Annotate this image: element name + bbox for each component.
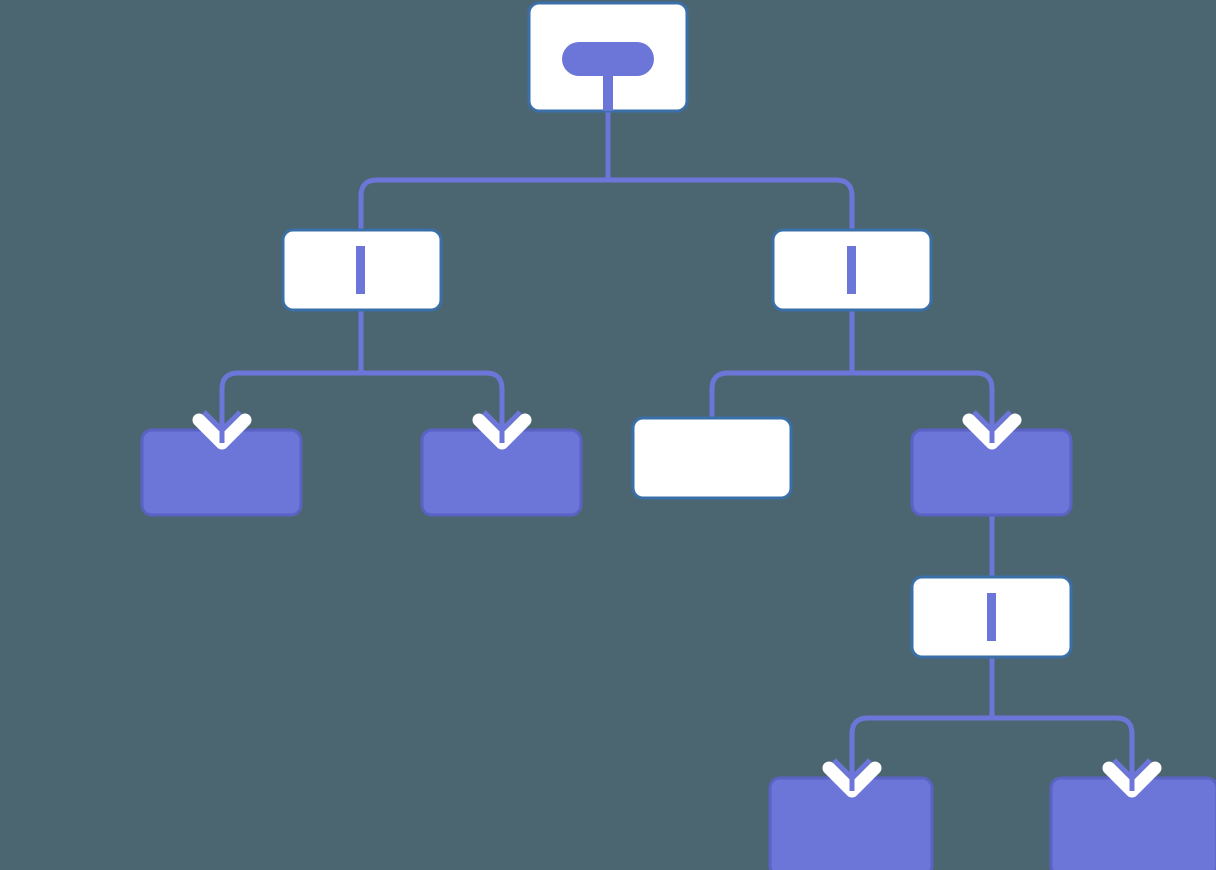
edge-root-to-branch-left [358,177,608,230]
chevron-down-accent-icon [202,410,242,434]
edge-sub-branch-to-leaf-4 [849,715,992,788]
vertical-bar-icon [987,593,996,641]
arrow-into-branch-deep [962,410,1022,450]
edge-branch-right-to-leaf-3 [709,370,852,418]
pill-icon [562,42,654,76]
node-branch-right[interactable] [771,228,933,312]
chevron-down-accent-icon [832,758,872,782]
chevron-down-accent-icon [1112,758,1152,782]
node-leaf-3-card[interactable] [631,416,793,500]
arrow-into-leaf-5 [1102,758,1162,798]
edge-branch-left-to-leaf-1 [219,370,361,440]
arrowhead-layer [192,410,1162,798]
pill-stem-icon [603,73,613,111]
node-root[interactable] [527,1,689,113]
arrow-into-leaf-1 [192,410,252,450]
edge-branch-left-to-leaf-2 [361,370,505,440]
edge-root-to-branch-right [608,177,855,230]
edge-branch-right-to-branch-deep [852,370,995,440]
connector-layer [219,111,1135,788]
vertical-bar-icon [356,246,365,294]
node-leaf-3[interactable] [631,416,793,500]
chevron-down-accent-icon [482,410,522,434]
node-sub-branch[interactable] [910,575,1073,659]
node-branch-left[interactable] [281,228,443,312]
edge-sub-branch-to-leaf-5 [992,715,1135,788]
arrow-into-leaf-4 [822,758,882,798]
vertical-bar-icon [847,246,856,294]
arrow-into-leaf-2 [472,410,532,450]
chevron-down-accent-icon [972,410,1012,434]
